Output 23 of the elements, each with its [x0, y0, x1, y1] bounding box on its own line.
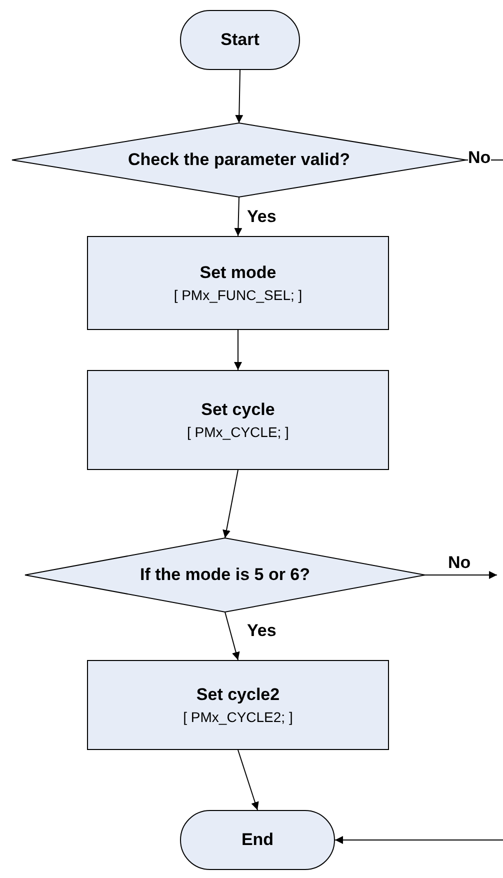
- code-text: [ PMx_CYCLE2; ]: [183, 708, 293, 727]
- step-title: Check the parameter valid?: [128, 149, 350, 171]
- arrow: [234, 196, 242, 236]
- arrow: [424, 571, 498, 579]
- code-text: [ PMx_CYCLE; ]: [187, 423, 289, 442]
- arrow: [224, 612, 240, 660]
- step-title: If the mode is 5 or 6?: [140, 564, 310, 586]
- process-box: [87, 236, 389, 330]
- arrow: [234, 330, 242, 370]
- code-text: [ PMx_FUNC_SEL; ]: [174, 286, 302, 305]
- decision-diamond: [12, 122, 466, 198]
- arrow: [235, 70, 244, 124]
- arrow: [222, 470, 238, 538]
- step-title: Set mode: [200, 262, 276, 284]
- step-title: End: [241, 829, 274, 851]
- arrow: [334, 836, 503, 844]
- step-title: Set cycle: [201, 399, 275, 421]
- step-title: Set cycle2: [196, 684, 280, 706]
- step-title: Start: [220, 29, 260, 51]
- process-box: [87, 370, 389, 470]
- arrow: [238, 750, 259, 810]
- decision-diamond: [24, 538, 426, 612]
- process-box: [87, 660, 389, 750]
